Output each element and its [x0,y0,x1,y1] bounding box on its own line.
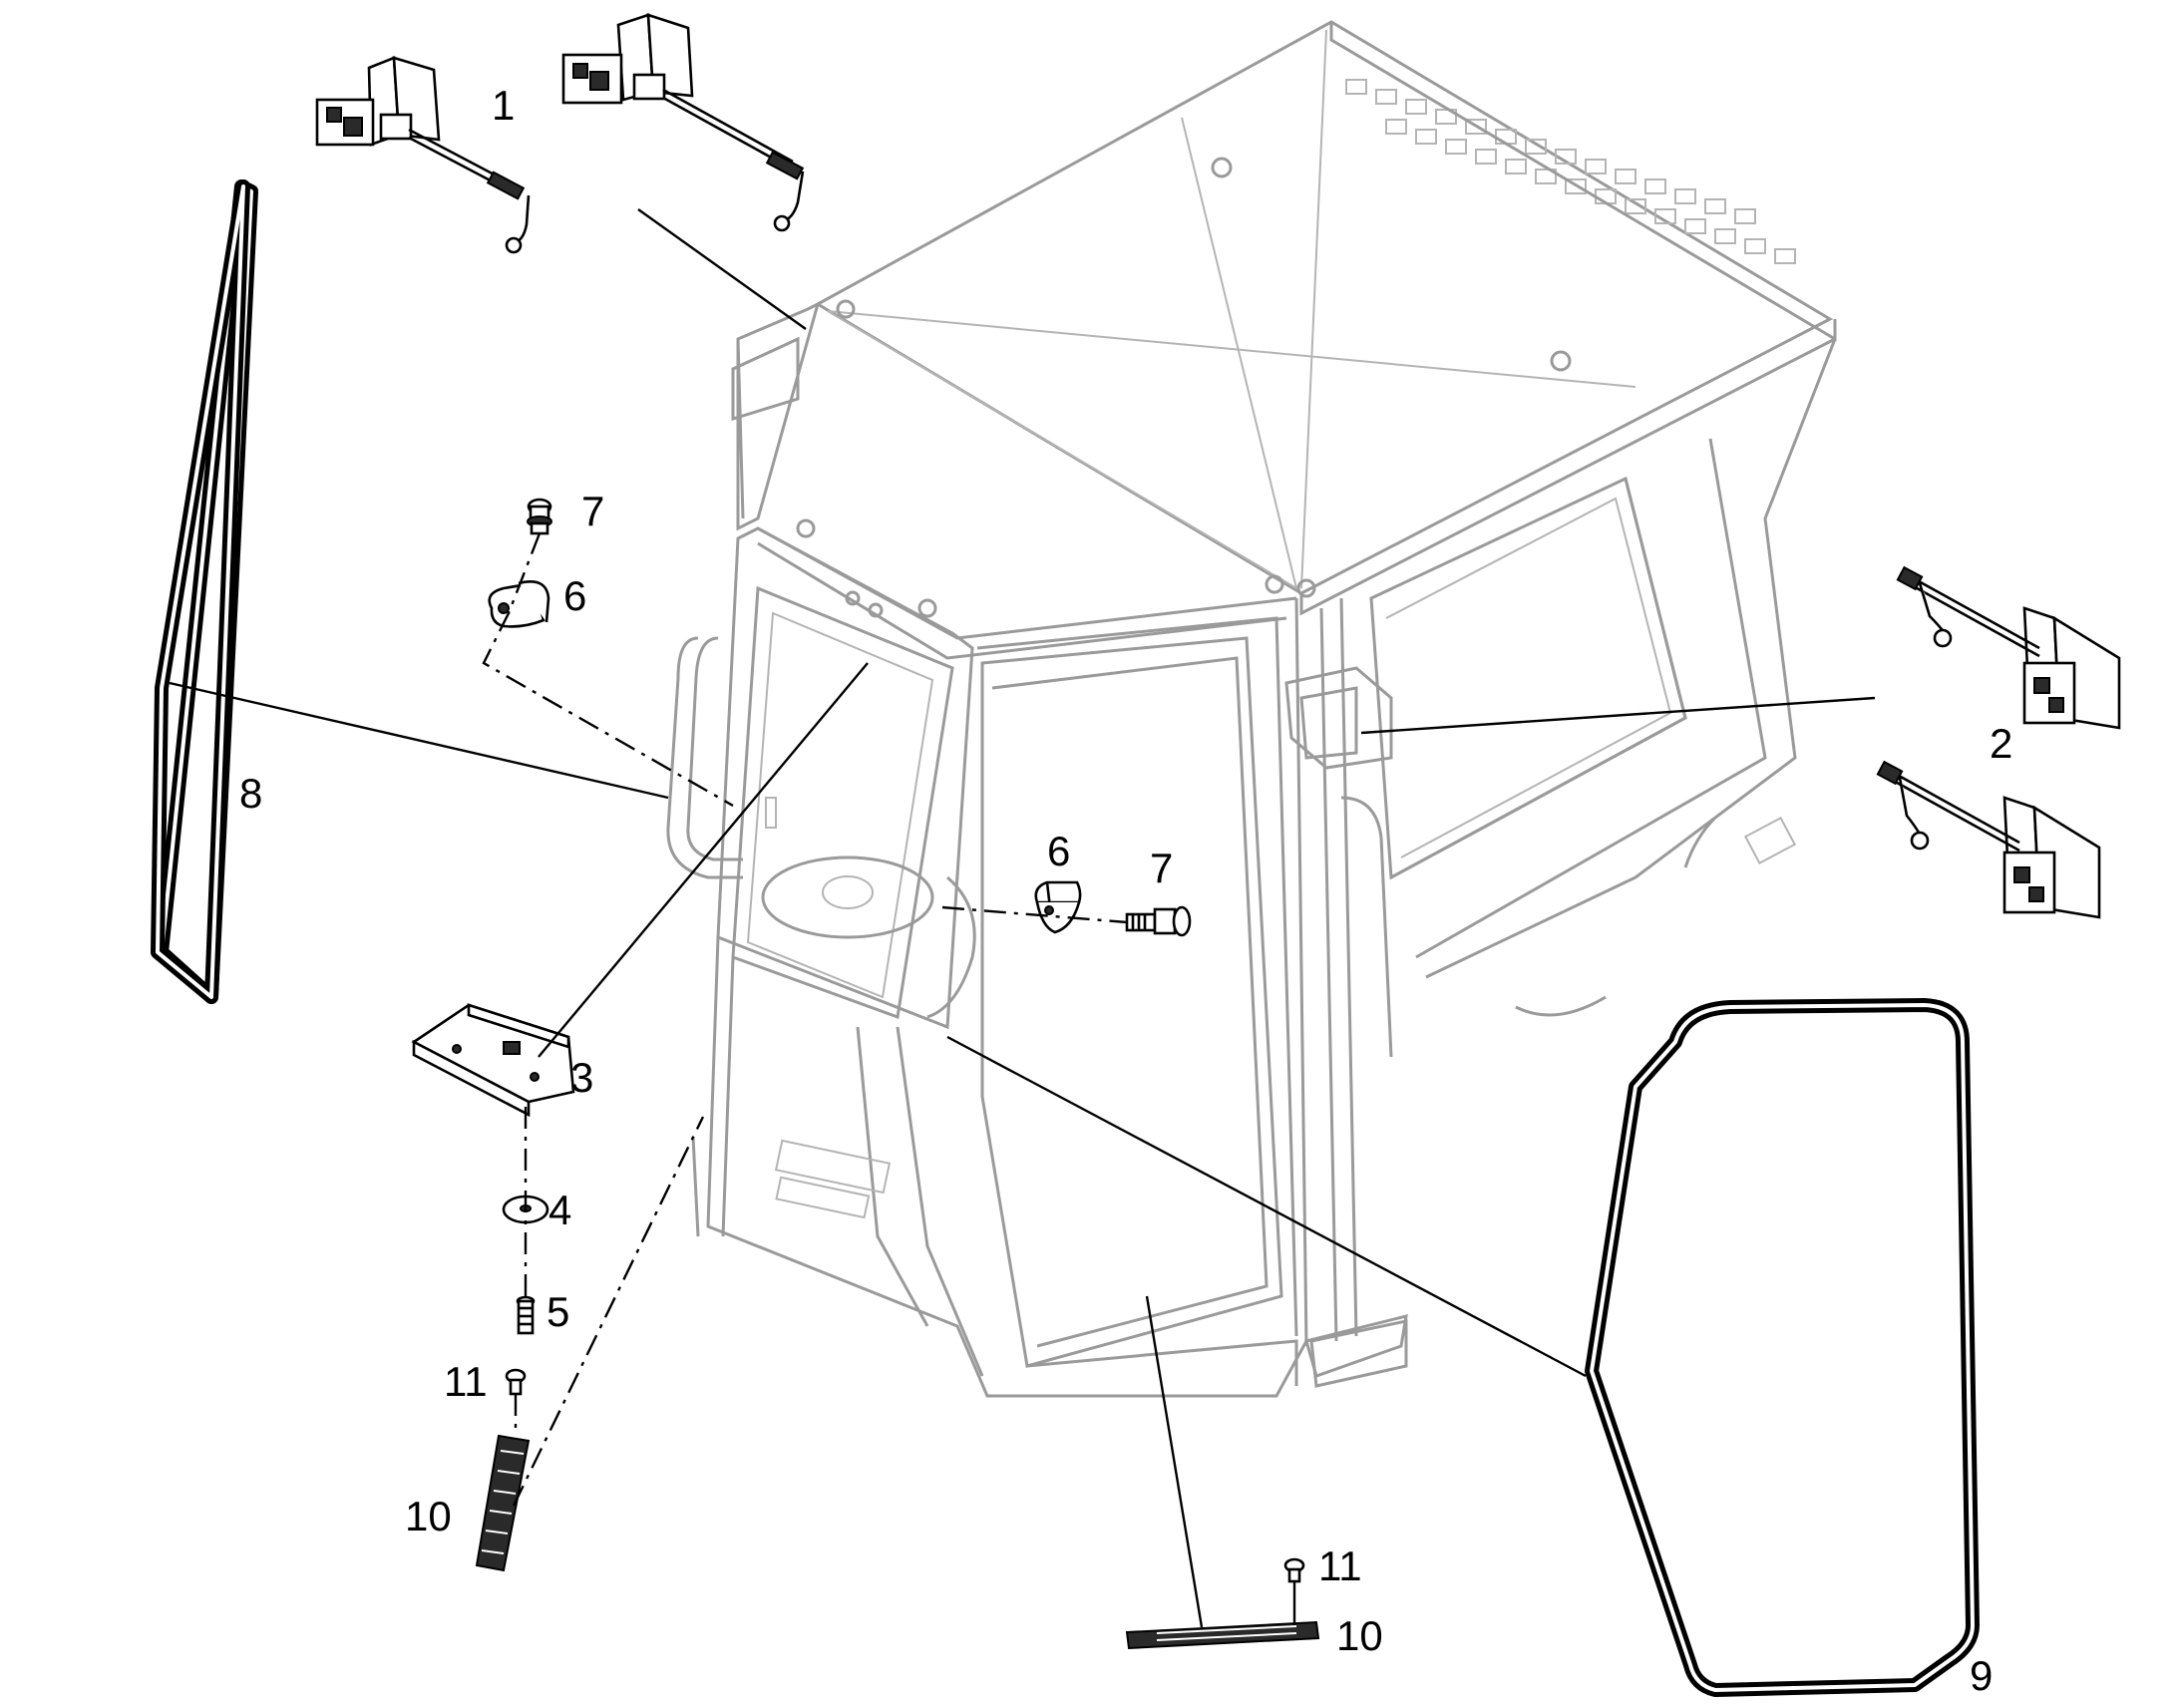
callout-6-right: 6 [1047,828,1070,874]
part-7-bolt-top [527,498,552,535]
callout-5: 5 [546,1288,569,1335]
callout-7-top: 7 [581,488,604,534]
callout-11-left: 11 [444,1358,488,1405]
part-6-clamp-left [488,580,550,628]
part-3-bracket-plate [411,1003,575,1118]
callout-2: 2 [1990,720,2012,767]
leader-1 [637,208,807,330]
part-9-door-seal [1585,998,1980,1697]
part-6-clamp-right [1034,880,1082,934]
leader-3 [538,662,869,1058]
callout-9: 9 [1970,1652,1993,1699]
part-1-latch-assembly-right [561,13,805,232]
leader-8 [169,681,669,800]
leader-2 [1360,696,1876,735]
callout-1: 1 [492,82,515,129]
leader-6-7-top [482,532,734,808]
leader-6-7-right [941,905,1128,924]
leader-lines [169,208,1876,1628]
callout-10-left: 10 [405,1493,452,1539]
part-11-screw-left [505,1368,527,1396]
callout-6-top: 6 [563,572,586,619]
callout-7-right: 7 [1150,845,1173,891]
callout-3: 3 [570,1054,593,1101]
leader-10-right [1145,1295,1204,1628]
part-1-latch-assembly-left [315,56,531,254]
callout-numbers: 1 2 3 4 5 6 6 7 7 8 9 10 10 11 11 [239,82,2012,1699]
part-10-grip-strip-left [475,1434,531,1572]
part-5-screw [516,1295,536,1335]
callout-8: 8 [239,770,262,817]
callout-4: 4 [548,1187,571,1233]
part-2-latch-assembly-lower [1876,760,2101,919]
leader-9 [946,1035,1587,1378]
part-7-bolt-right [1125,905,1192,937]
part-10-grip-strip-right [1125,1620,1320,1650]
part-11-screw-right [1283,1557,1305,1583]
callout-10-right: 10 [1336,1612,1383,1659]
cab-frame [666,20,1837,1398]
part-8-window-seal-left [151,179,258,1004]
callout-11-right: 11 [1318,1542,1362,1589]
part-2-latch-assembly-upper [1896,565,2121,730]
leader-10-frame [512,1116,705,1507]
